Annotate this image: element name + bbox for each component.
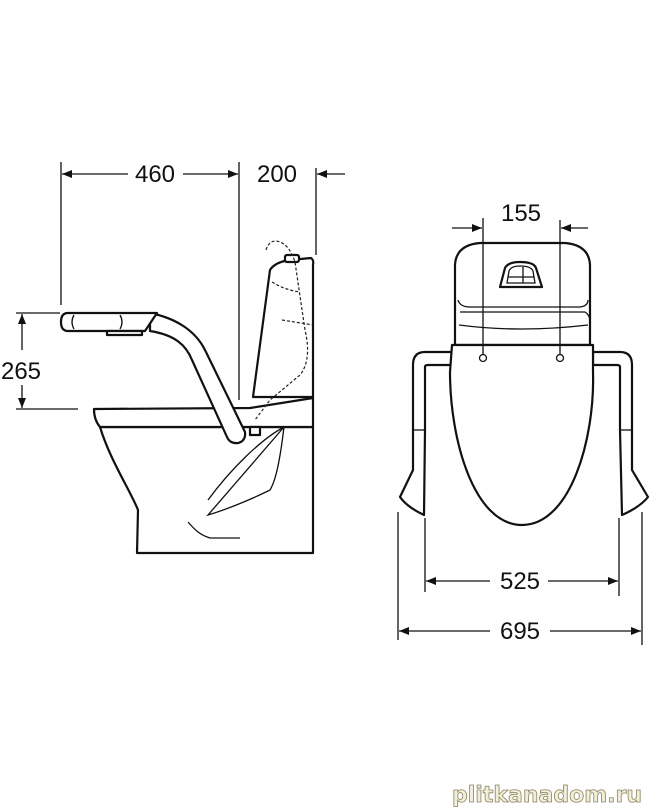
cistern-front (453, 241, 592, 347)
front-view: 155 525 695 (397, 200, 650, 645)
dim-155: 155 (501, 200, 541, 227)
armrest (59, 311, 262, 445)
watermark: plitkanadom.ru (452, 783, 642, 808)
cistern (251, 256, 315, 399)
side-view: 460 200 265 (1, 161, 345, 555)
dim-200: 200 (257, 161, 297, 188)
seat-lid (448, 343, 595, 527)
right-grab-bar (591, 350, 650, 517)
dim-265: 265 (1, 358, 41, 385)
dim-525: 525 (500, 568, 540, 595)
bowl (98, 425, 315, 555)
dim-460: 460 (135, 161, 175, 188)
dim-695: 695 (500, 618, 540, 645)
left-grab-bar (398, 350, 454, 517)
seat-rim (92, 396, 315, 429)
